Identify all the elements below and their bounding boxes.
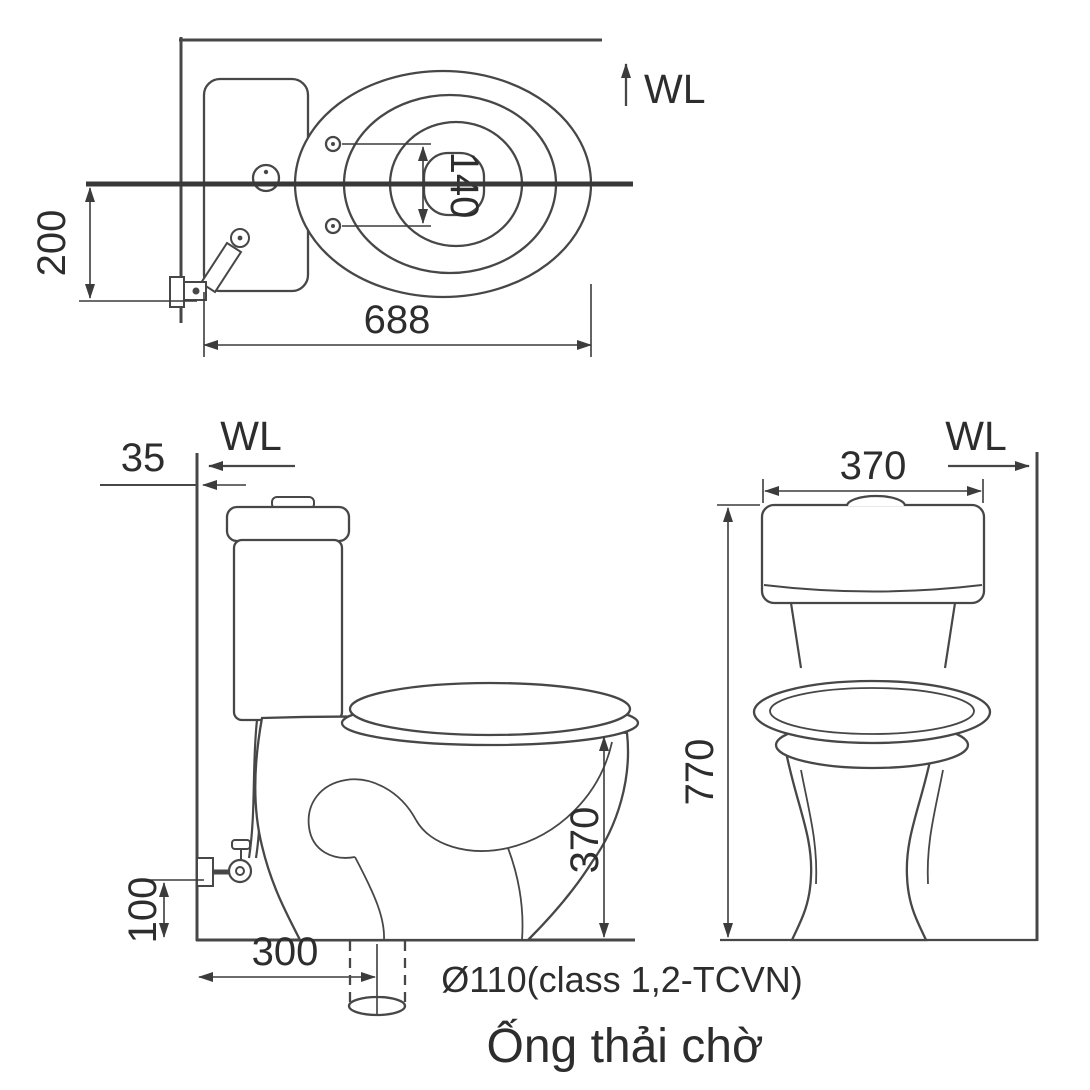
bowl-back-right-front	[943, 602, 957, 669]
drain-offset-label: 300	[252, 930, 319, 974]
total-height-label: 770	[678, 739, 722, 806]
rim-height-label: 370	[563, 807, 607, 874]
cistern-lid-side	[225, 505, 351, 543]
trapway-side	[307, 778, 417, 859]
hinge-bolt-bottom	[324, 217, 342, 235]
tank-width-label: 370	[840, 444, 907, 488]
supply-valve-plan	[169, 228, 250, 308]
flush-knob-dot	[263, 169, 269, 175]
seat-lid-side	[348, 681, 632, 737]
valve-center-side	[235, 866, 245, 876]
bowl-front-inner-side	[507, 847, 524, 941]
width-label-plan: 688	[364, 298, 431, 342]
valve-knob-dot	[237, 235, 243, 241]
flush-knob-plan	[251, 163, 281, 193]
pedestal-contour-right	[926, 769, 944, 885]
pedestal-front	[784, 750, 934, 942]
wl-label-side: WL	[220, 413, 282, 459]
cistern-lid-line-front	[763, 584, 983, 593]
drain-spec-label: Ø110(class 1,2-TCVN)	[441, 959, 802, 1000]
trap-outlet-side	[354, 856, 385, 941]
drain-caption: Ống thải chờ	[487, 1018, 764, 1073]
seat-lid-inner-front	[769, 687, 975, 735]
wall-gap-label: 35	[121, 436, 166, 480]
valve-pipe-plan	[199, 241, 243, 294]
hinge-bolt-bottom-dot	[331, 224, 335, 228]
hinge-bolt-top-dot	[331, 142, 335, 146]
wl-label-front: WL	[945, 413, 1007, 459]
valve-flange-side	[196, 857, 214, 887]
hinge-bolt-top	[324, 135, 342, 153]
seat-lid-front	[752, 679, 992, 745]
valve-handle-side	[231, 839, 251, 850]
valve-body-side	[227, 858, 253, 884]
valve-flange-plan	[169, 276, 185, 308]
supply-valve-side	[196, 839, 253, 887]
valve-screw-dot	[192, 287, 200, 295]
side-view: 35 WL 100	[100, 413, 803, 1073]
bowl-back-left-front	[789, 602, 803, 669]
pedestal-contour-left	[800, 769, 818, 885]
inlet-offset-label: 200	[30, 210, 74, 277]
front-view: WL 370 770	[678, 413, 1039, 942]
inlet-height-label: 100	[121, 877, 165, 944]
flush-button-front	[845, 494, 907, 507]
cistern-body-side	[232, 538, 344, 722]
plan-view: WL 140	[30, 37, 706, 357]
drain-pipe-mouth	[347, 995, 407, 1017]
wl-label-plan: WL	[644, 66, 706, 112]
